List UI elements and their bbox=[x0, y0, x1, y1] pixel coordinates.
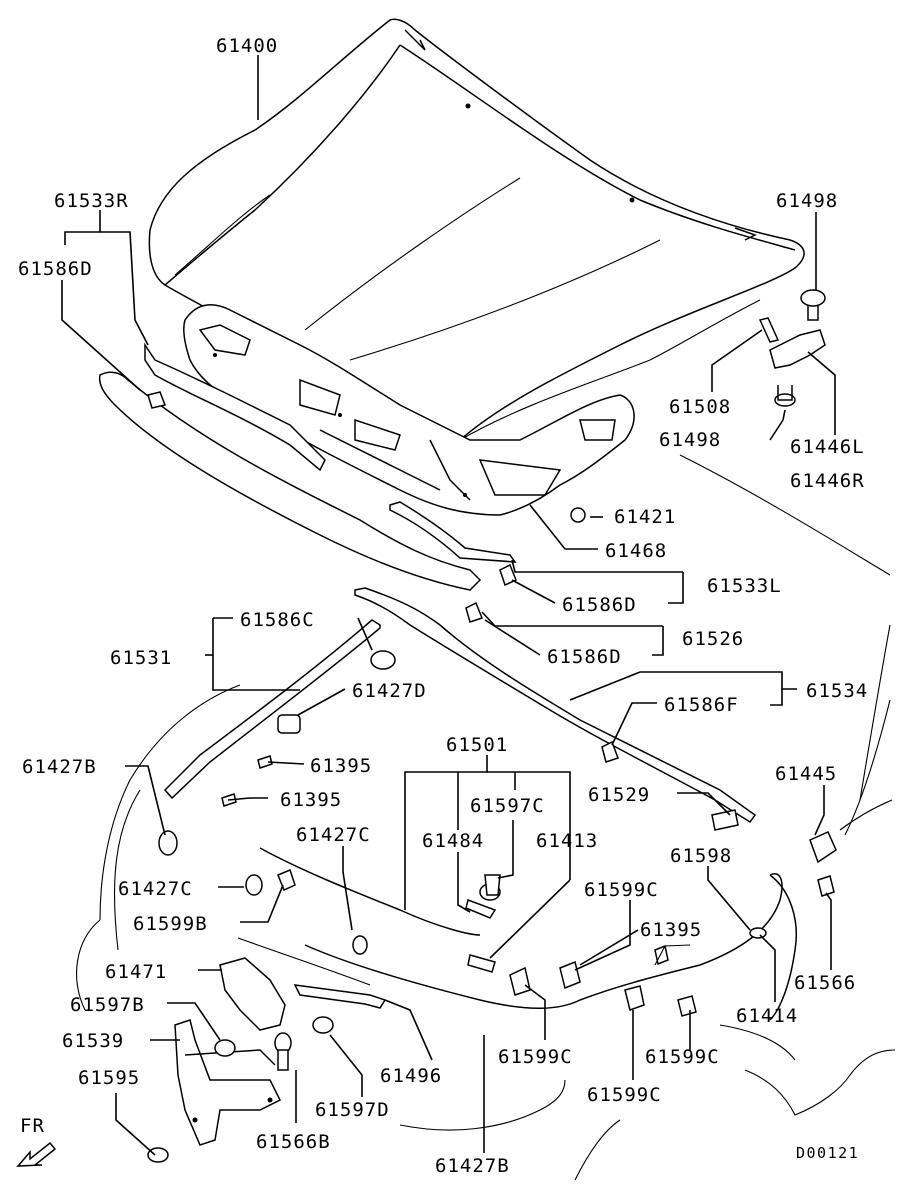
label-61468: 61468 bbox=[605, 540, 667, 562]
label-61414: 61414 bbox=[736, 1005, 798, 1027]
label-61421: 61421 bbox=[614, 506, 676, 528]
callout-labels: 61400 61533R 61586D 61498 61508 61498 61… bbox=[18, 35, 868, 1177]
hood-hinge bbox=[570, 289, 826, 523]
label-61427c-a: 61427C bbox=[296, 824, 371, 846]
label-61586d-b: 61586D bbox=[562, 594, 637, 616]
label-61534: 61534 bbox=[806, 680, 868, 702]
label-61498-a: 61498 bbox=[776, 190, 838, 212]
label-61586f: 61586F bbox=[664, 694, 739, 716]
label-61395-a: 61395 bbox=[310, 755, 372, 777]
label-61586d-a: 61586D bbox=[18, 258, 93, 280]
label-61531: 61531 bbox=[110, 647, 172, 669]
hood-seals bbox=[98, 342, 757, 824]
label-61395-b: 61395 bbox=[280, 789, 342, 811]
hood-panel bbox=[148, 18, 805, 445]
label-61595: 61595 bbox=[78, 1067, 140, 1089]
label-61597c: 61597C bbox=[470, 795, 545, 817]
label-61586d-c: 61586D bbox=[547, 646, 622, 668]
label-61427b-b: 61427B bbox=[435, 1155, 510, 1177]
label-61501: 61501 bbox=[446, 734, 508, 756]
label-61599c-a: 61599C bbox=[584, 879, 659, 901]
label-61539: 61539 bbox=[62, 1030, 124, 1052]
label-61533r: 61533R bbox=[54, 190, 129, 212]
label-61400: 61400 bbox=[216, 35, 278, 57]
drawing-code: D00121 bbox=[796, 1144, 859, 1162]
front-direction-arrow bbox=[16, 1141, 57, 1167]
label-61566-a: 61566 bbox=[794, 972, 856, 994]
label-61533l: 61533L bbox=[707, 575, 782, 597]
label-61599c-d: 61599C bbox=[587, 1084, 662, 1106]
fr-label: FR bbox=[20, 1115, 45, 1137]
label-61446l: 61446L bbox=[790, 436, 865, 458]
label-61598: 61598 bbox=[670, 845, 732, 867]
label-61427b-a: 61427B bbox=[22, 756, 97, 778]
hood-release-cable bbox=[259, 847, 797, 1021]
label-61597d: 61597D bbox=[315, 1099, 390, 1121]
label-61446r: 61446R bbox=[790, 470, 865, 492]
label-61445: 61445 bbox=[775, 763, 837, 785]
leader-lines bbox=[61, 55, 896, 1181]
clips bbox=[147, 391, 837, 897]
label-61599c-c: 61599C bbox=[645, 1046, 720, 1068]
label-61427c-b: 61427C bbox=[118, 878, 193, 900]
label-61599c-b: 61599C bbox=[498, 1046, 573, 1068]
label-61413: 61413 bbox=[536, 830, 598, 852]
label-61566b: 61566B bbox=[256, 1131, 331, 1153]
label-61471: 61471 bbox=[105, 961, 167, 983]
label-61508: 61508 bbox=[669, 396, 731, 418]
label-61498-b: 61498 bbox=[659, 429, 721, 451]
label-61427d: 61427D bbox=[352, 680, 427, 702]
label-61526: 61526 bbox=[682, 628, 744, 650]
label-61529: 61529 bbox=[588, 784, 650, 806]
label-61496: 61496 bbox=[380, 1065, 442, 1087]
hood-inner-frame bbox=[183, 304, 635, 516]
label-61599b: 61599B bbox=[133, 913, 208, 935]
hood-latch-assembly bbox=[147, 957, 387, 1163]
label-61484: 61484 bbox=[422, 830, 484, 852]
label-61395-c: 61395 bbox=[640, 919, 702, 941]
label-61586c: 61586C bbox=[240, 609, 315, 631]
label-61597b: 61597B bbox=[70, 994, 145, 1016]
